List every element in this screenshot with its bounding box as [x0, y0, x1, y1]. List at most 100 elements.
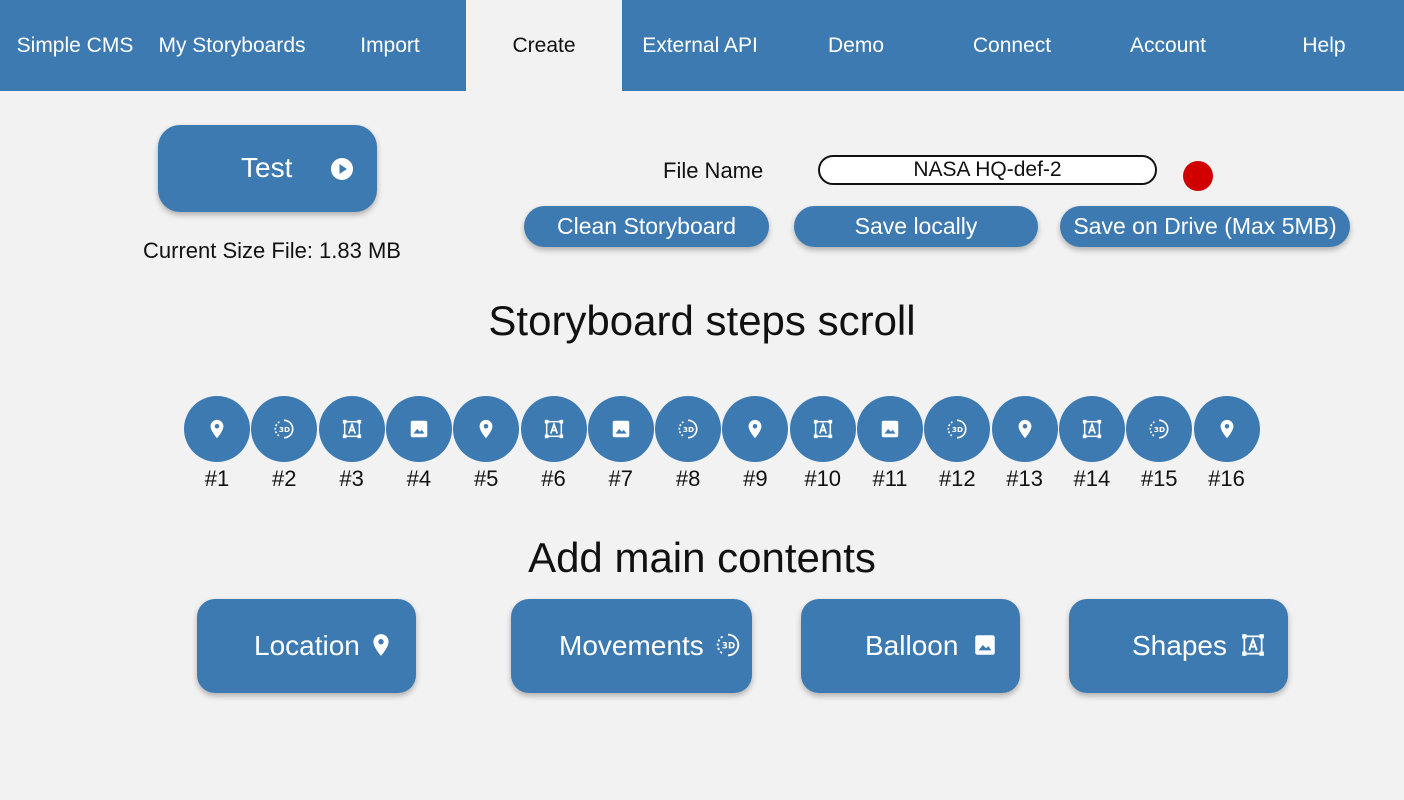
- storyboard-step[interactable]: #7: [587, 396, 654, 496]
- step-circle[interactable]: [520, 396, 587, 462]
- step-circle[interactable]: [385, 396, 452, 462]
- tab-help[interactable]: Help: [1302, 33, 1346, 57]
- storyboard-step[interactable]: #4: [385, 396, 452, 496]
- step-number: #11: [872, 466, 908, 491]
- svg-text:3D: 3D: [683, 425, 694, 434]
- svg-text:3D: 3D: [1154, 425, 1165, 434]
- location-icon: [744, 418, 766, 440]
- storyboard-step[interactable]: #5: [453, 396, 520, 496]
- steps-heading: Storyboard steps scroll: [488, 297, 916, 344]
- step-circle[interactable]: [722, 396, 789, 462]
- storyboard-step[interactable]: #1: [184, 396, 250, 496]
- storyboard-step[interactable]: #9: [722, 396, 789, 496]
- storyboard-step[interactable]: #6: [520, 396, 587, 496]
- storyboard-step[interactable]: #10: [789, 396, 856, 496]
- step-circle[interactable]: [453, 396, 520, 462]
- storyboard-step[interactable]: 3D #12: [924, 396, 991, 496]
- step-number: #5: [473, 466, 499, 491]
- storyboard-step[interactable]: 3D #15: [1126, 396, 1193, 496]
- step-number: #4: [406, 466, 432, 491]
- step-number: #1: [204, 466, 230, 491]
- tab-import[interactable]: Import: [360, 33, 420, 57]
- tab-create[interactable]: Create: [466, 0, 622, 91]
- step-circle[interactable]: 3D: [1126, 396, 1193, 462]
- test-button-label: Test: [241, 152, 293, 183]
- location-icon: [475, 418, 497, 440]
- step-number: #9: [743, 466, 768, 491]
- shapes-icon: [812, 418, 834, 440]
- step-number: #2: [272, 466, 297, 491]
- save-locally-button[interactable]: Save locally: [794, 206, 1038, 247]
- step-circle[interactable]: 3D: [924, 396, 991, 462]
- movement-3d-icon: 3D: [715, 632, 741, 658]
- storyboard-step[interactable]: 3D #8: [655, 396, 722, 496]
- image-icon: [610, 418, 632, 440]
- step-circle[interactable]: [184, 396, 250, 462]
- step-number: #12: [938, 466, 976, 491]
- shapes-icon: [1240, 632, 1266, 658]
- step-circle[interactable]: [318, 396, 385, 462]
- top-nav: Simple CMS My Storyboards Import Create …: [0, 0, 1404, 91]
- step-circle[interactable]: [991, 396, 1058, 462]
- storyboard-step[interactable]: 3D #2: [251, 396, 318, 496]
- file-name-label: File Name: [663, 158, 764, 183]
- image-icon: [879, 418, 901, 440]
- storyboard-step[interactable]: #16: [1193, 396, 1260, 496]
- location-icon: [206, 418, 228, 440]
- current-size-label: Current Size File: 1.83 MB: [143, 238, 401, 263]
- image-icon: [972, 632, 998, 658]
- step-circle[interactable]: [857, 396, 923, 462]
- storyboard-step[interactable]: #3: [318, 396, 385, 496]
- shapes-icon: [1081, 418, 1103, 440]
- movement-3d-icon: 3D: [677, 418, 699, 440]
- step-circle[interactable]: [789, 396, 856, 462]
- file-name-input[interactable]: [818, 155, 1157, 185]
- add-movements-button[interactable]: Movements 3D: [511, 599, 752, 693]
- step-number: #13: [1006, 466, 1043, 491]
- shapes-icon: [341, 418, 363, 440]
- step-circle[interactable]: 3D: [655, 396, 722, 462]
- step-number: #15: [1140, 466, 1178, 491]
- storyboard-step[interactable]: #14: [1058, 396, 1125, 496]
- movement-3d-icon: 3D: [1148, 418, 1170, 440]
- step-number: #7: [608, 466, 634, 491]
- tab-connect[interactable]: Connect: [972, 33, 1052, 57]
- step-number: #14: [1073, 466, 1111, 491]
- save-on-drive-button[interactable]: Save on Drive (Max 5MB): [1060, 206, 1350, 247]
- shapes-icon: [543, 418, 565, 440]
- status-indicator: [1183, 161, 1213, 191]
- movements-button-label: Movements: [559, 630, 704, 661]
- svg-text:3D: 3D: [722, 641, 735, 651]
- tab-simple-cms[interactable]: Simple CMS: [16, 33, 134, 57]
- step-circle[interactable]: [587, 396, 654, 462]
- shapes-button-label: Shapes: [1132, 630, 1227, 661]
- tab-account[interactable]: Account: [1130, 33, 1206, 57]
- step-number: #8: [675, 466, 701, 491]
- location-button-label: Location: [254, 630, 360, 661]
- step-circle[interactable]: [1058, 396, 1125, 462]
- storyboard-step[interactable]: #11: [857, 396, 923, 496]
- step-number: #3: [339, 466, 364, 491]
- step-circle[interactable]: [1193, 396, 1260, 462]
- location-icon: [1014, 418, 1036, 440]
- svg-text:3D: 3D: [952, 425, 963, 434]
- image-icon: [408, 418, 430, 440]
- step-number: #16: [1208, 466, 1245, 491]
- add-shapes-button[interactable]: Shapes: [1069, 599, 1288, 693]
- location-icon: [1216, 418, 1238, 440]
- add-balloon-button[interactable]: Balloon: [801, 599, 1020, 693]
- step-circle[interactable]: 3D: [251, 396, 318, 462]
- tab-demo[interactable]: Demo: [827, 33, 885, 57]
- step-number: #6: [541, 466, 566, 491]
- movement-3d-icon: 3D: [946, 418, 968, 440]
- storyboard-step[interactable]: #13: [991, 396, 1058, 496]
- tab-my-storyboards[interactable]: My Storyboards: [158, 33, 306, 57]
- tab-external-api[interactable]: External API: [642, 33, 758, 57]
- play-circle-icon: [330, 156, 354, 180]
- storyboard-steps-scroll[interactable]: #1 3D #2 #3 #4 #5 #6 #7 3D #8 #9 #10 #11 3D #12 #13 #14 3…: [184, 396, 1260, 496]
- clean-storyboard-button[interactable]: Clean Storyboard: [524, 206, 769, 247]
- add-location-button[interactable]: Location: [197, 599, 416, 693]
- test-button[interactable]: Test: [158, 125, 377, 212]
- movement-3d-icon: 3D: [273, 418, 295, 440]
- svg-text:3D: 3D: [279, 425, 290, 434]
